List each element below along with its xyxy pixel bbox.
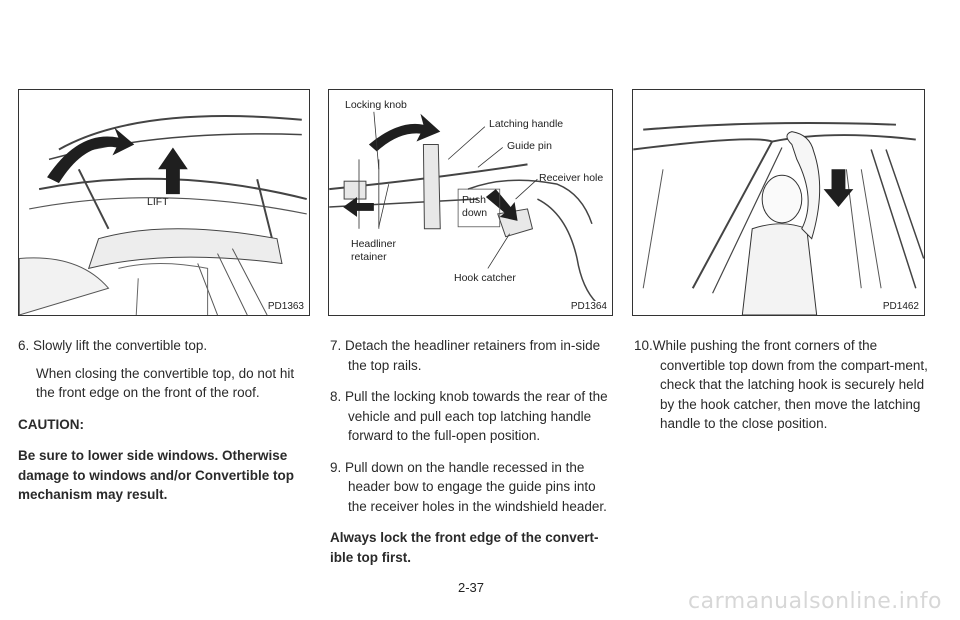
down-arrow-icon: [823, 169, 854, 207]
lift-label: LIFT: [147, 196, 169, 208]
step-10: 10.While pushing the front corners of th…: [634, 338, 928, 431]
right-column: 10.While pushing the front corners of th…: [634, 336, 929, 446]
latching-handle-label: Latching handle: [489, 118, 564, 130]
left-arrow-icon: [343, 197, 374, 217]
step-7: 7. Detach the headliner retainers from i…: [330, 338, 601, 373]
left-arrow-icon: [47, 127, 135, 184]
locking-knob-label: Locking knob: [345, 99, 407, 111]
warning-text: Always lock the front edge of the conver…: [330, 530, 599, 565]
lift-top-illustration: [19, 115, 307, 315]
figure-lift-top: LIFT PD1363: [18, 89, 310, 316]
caution-title: CAUTION:: [18, 416, 84, 432]
hook-catcher-label: Hook catcher: [454, 272, 516, 284]
caution-text: Be sure to lower side windows. Otherwise…: [18, 448, 295, 502]
close-latch-illustration: [633, 122, 924, 315]
watermark: carmanualsonline.info: [688, 589, 942, 614]
receiver-hole-label: Receiver hole: [539, 172, 604, 184]
latch-illustration: [329, 111, 598, 304]
push-arrow-icon: [485, 189, 518, 221]
left-column: 6. Slowly lift the convertible top. When…: [18, 336, 314, 517]
down-label: down: [462, 207, 488, 219]
guide-pin-label: Guide pin: [507, 140, 552, 152]
figure-close-latch: PD1462: [632, 89, 925, 316]
figure-code: PD1364: [568, 301, 609, 312]
step-6-note: When closing the convertible top, do not…: [36, 365, 295, 401]
step-6: 6. Slowly lift the convertible top.: [18, 338, 208, 353]
curved-arrow-icon: [368, 113, 441, 152]
push-label: Push: [462, 194, 486, 206]
figure-latch-detail: Locking knob Latching handle Guide pin R…: [328, 89, 613, 316]
figure-code: PD1462: [880, 301, 921, 312]
headliner-label: Headliner: [351, 238, 396, 250]
step-8: 8. Pull the locking knob towards the rea…: [330, 389, 608, 443]
up-arrow-icon: [158, 147, 188, 195]
retainer-label: retainer: [351, 251, 387, 263]
middle-column: 7. Detach the headliner retainers from i…: [330, 336, 618, 579]
figure-code: PD1363: [265, 301, 306, 312]
page-number: 2-37: [458, 580, 485, 595]
step-9: 9. Pull down on the handle recessed in t…: [330, 459, 607, 514]
